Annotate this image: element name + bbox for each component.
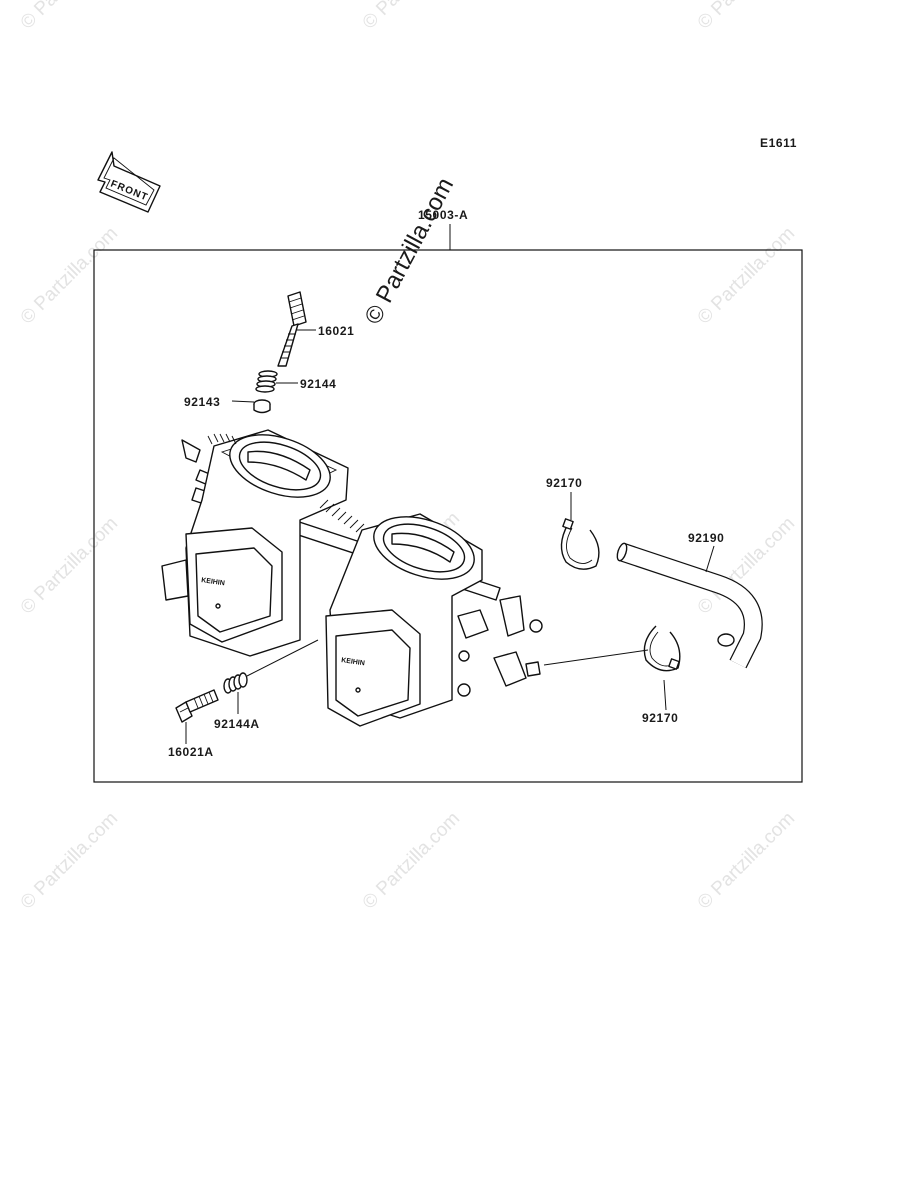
part-label-16021A: 16021A [168, 745, 214, 759]
part-label-92170-lower: 92170 [642, 711, 678, 725]
watermark: © Partzilla.com [359, 0, 464, 34]
part-label-92144: 92144 [300, 377, 336, 391]
leader-line [543, 649, 649, 666]
watermark: © Partzilla.com [17, 808, 122, 913]
brand-mark: KEIHIN [341, 657, 365, 667]
leader-line [705, 545, 715, 573]
leader-line [246, 639, 319, 677]
watermark-layer: © Partzilla.com © Partzilla.com © Partzi… [17, 0, 799, 914]
throttle-body-assembly: KEIHIN KEIHIN [161, 429, 543, 727]
part-label-92143: 92143 [184, 395, 220, 409]
part-label-92144A: 92144A [214, 717, 260, 731]
brand-mark: KEIHIN [201, 577, 225, 587]
watermark: © Partzilla.com [17, 223, 122, 328]
screw-16021A [175, 689, 219, 723]
clamp-92170-lower [643, 625, 681, 672]
spring-92144A [223, 672, 248, 694]
watermark: © Partzilla.com [17, 513, 122, 618]
throttle-spring-left [207, 433, 237, 445]
assembly-frame [93, 249, 803, 783]
leader-line [663, 679, 667, 711]
screw-16021 [277, 291, 307, 367]
washer-92143 [253, 399, 271, 414]
watermark: © Partzilla.com [694, 223, 799, 328]
watermark: © Partzilla.com [359, 808, 464, 913]
throttle-spring-right [319, 499, 365, 533]
spring-92144 [255, 370, 278, 393]
diagram-code: E1611 [760, 136, 797, 150]
front-arrow-icon: FRONT [97, 151, 161, 213]
watermark: © Partzilla.com [694, 0, 799, 34]
part-label-16021: 16021 [318, 324, 354, 338]
clamp-92170-upper [560, 518, 600, 570]
leader-line [231, 400, 255, 403]
hose-92190 [616, 542, 763, 669]
watermark: © Partzilla.com [17, 0, 122, 34]
part-label-15003-A: 15003-A [418, 208, 468, 222]
watermark: © Partzilla.com [694, 808, 799, 913]
part-label-92190: 92190 [688, 531, 724, 545]
watermark-large: © Partzilla.com [359, 173, 459, 328]
part-label-92170-upper: 92170 [546, 476, 582, 490]
